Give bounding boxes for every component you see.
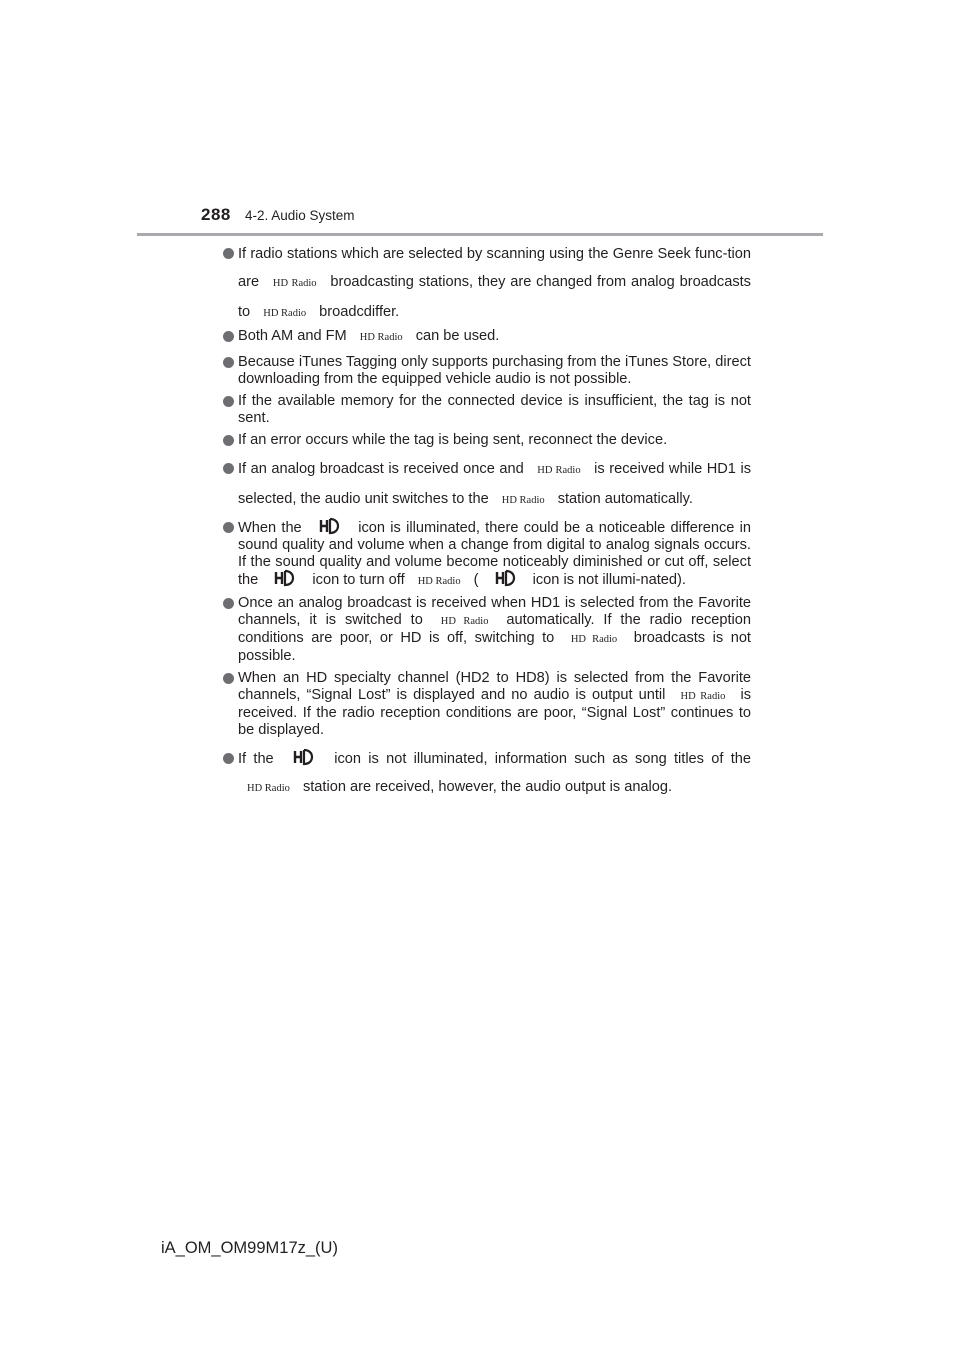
hd-radio-logo: HD Radio (417, 575, 461, 587)
list-item: If radio stations which are selected by … (221, 240, 751, 328)
list-item: Once an analog broadcast is received whe… (221, 595, 751, 665)
list-item: When an HD specialty channel (HD2 to HD8… (221, 670, 751, 739)
hd-radio-logo: HD Radio (680, 690, 726, 702)
hd-indicator-icon (293, 748, 315, 766)
list-item: Because iTunes Tagging only supports pur… (221, 354, 751, 388)
hd-indicator-icon (495, 569, 517, 587)
hd-radio-logo: HD Radio (440, 615, 489, 627)
list-item: If the available memory for the connecte… (221, 393, 751, 427)
bullet-icon (223, 248, 234, 259)
bullet-list: If radio stations which are selected by … (221, 240, 751, 803)
list-item: If an error occurs while the tag is bein… (221, 432, 751, 449)
hd-radio-logo: HD Radio (263, 308, 307, 319)
bullet-icon (223, 463, 234, 474)
page-number: 288 (201, 205, 231, 224)
hd-radio-logo: HD Radio (359, 332, 403, 343)
hd-radio-logo: HD Radio (570, 633, 618, 645)
list-item: Both AM and FM HD Radio can be used. (221, 328, 751, 346)
bullet-icon (223, 597, 234, 609)
hd-radio-logo: HD Radio (247, 782, 290, 794)
document-code: iA_OM_OM99M17z_(U) (161, 1239, 338, 1257)
list-item: If an analog broadcast is received once … (221, 455, 751, 515)
list-item: If the icon is not illuminated, informat… (221, 745, 751, 803)
bullet-icon (223, 357, 234, 368)
header-divider (137, 233, 823, 236)
bullet-icon (223, 752, 234, 764)
list-item: When the icon is illuminated, there coul… (221, 517, 751, 590)
bullet-icon (223, 522, 234, 533)
hd-indicator-icon (274, 569, 296, 587)
hd-radio-logo: HD Radio (537, 465, 581, 476)
bullet-icon (223, 396, 234, 407)
hd-radio-logo: HD Radio (272, 278, 317, 289)
hd-radio-logo: HD Radio (501, 495, 545, 506)
bullet-icon (223, 435, 234, 446)
bullet-icon (223, 331, 234, 342)
section-title: 4-2. Audio System (245, 208, 355, 223)
bullet-icon (223, 672, 234, 684)
hd-indicator-icon (319, 517, 341, 535)
